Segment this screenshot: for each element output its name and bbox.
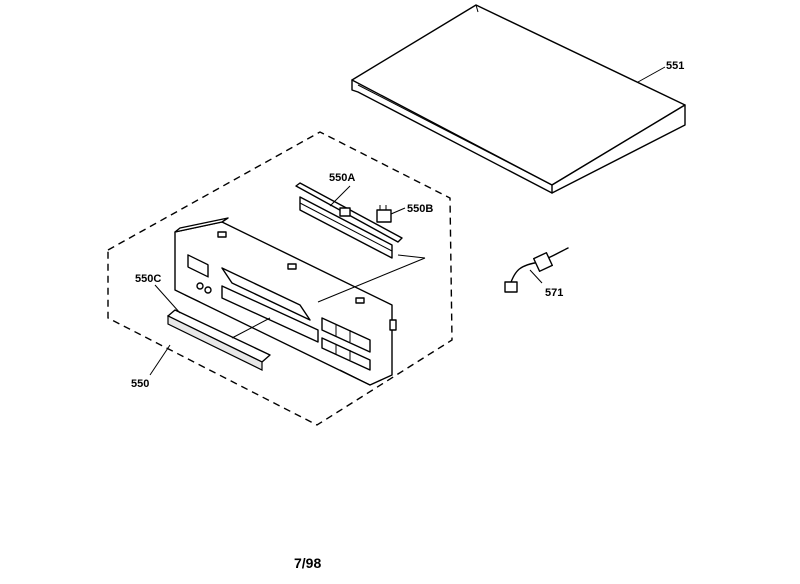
label-550C: 550C	[135, 273, 161, 285]
label-551: 551	[666, 60, 684, 72]
label-571: 571	[545, 287, 563, 299]
label-550: 550	[131, 378, 149, 390]
top-cover-551	[351, 4, 686, 194]
footer-date: 7/98	[294, 555, 321, 571]
part-571-cable	[504, 247, 569, 293]
display-window	[187, 254, 209, 278]
part-550C	[154, 284, 271, 371]
label-550A: 550A	[329, 172, 355, 184]
label-550B: 550B	[407, 203, 433, 215]
front-panel-550	[174, 217, 397, 386]
part-550B	[376, 205, 406, 223]
assembly-boundary	[107, 131, 453, 426]
part-550A	[295, 182, 403, 259]
